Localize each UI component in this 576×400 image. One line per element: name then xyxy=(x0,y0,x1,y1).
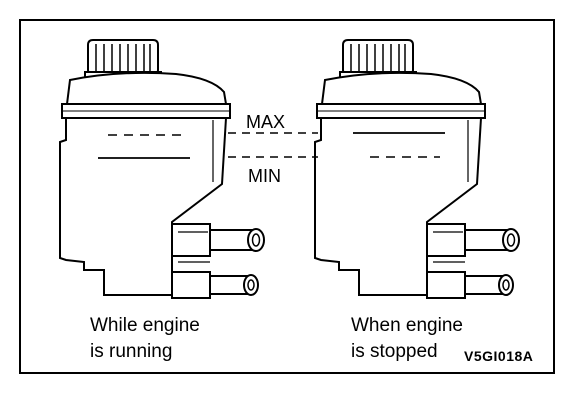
reservoir-running xyxy=(59,39,265,299)
caption-running-line2: is running xyxy=(90,341,173,362)
min-label: MIN xyxy=(248,166,281,186)
figure-frame xyxy=(19,19,555,374)
figure-code: V5GI018A xyxy=(464,348,534,364)
caption-running-line1: While engine xyxy=(90,315,200,336)
caption-stopped-line2: is stopped xyxy=(351,341,438,362)
max-label: MAX xyxy=(246,112,286,132)
reservoir-stopped xyxy=(314,39,520,299)
caption-stopped-line1: When engine xyxy=(351,315,463,336)
